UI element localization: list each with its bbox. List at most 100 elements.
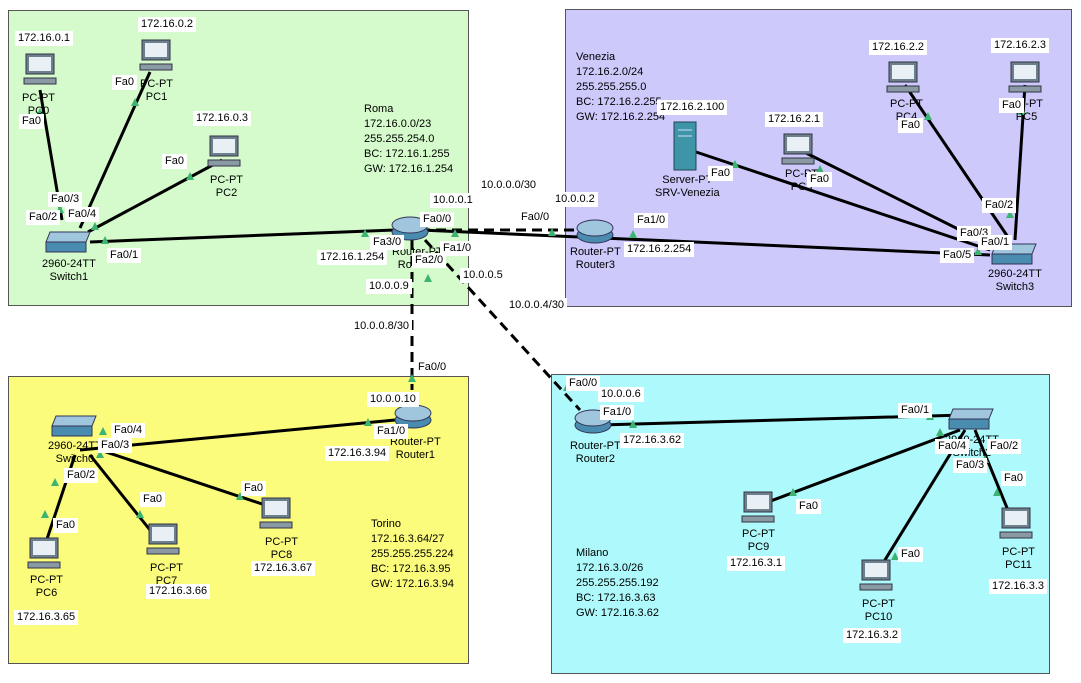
router3-icon[interactable] bbox=[575, 215, 615, 248]
port-pc3-fa0: Fa0 bbox=[807, 172, 832, 187]
port-pc8-fa0: Fa0 bbox=[241, 481, 266, 496]
port-pc0-fa0: Fa0 bbox=[19, 114, 44, 129]
port-s0-fa02: Fa0/2 bbox=[64, 468, 99, 483]
ip-server: 172.16.2.100 bbox=[657, 100, 728, 115]
port-pc1-fa0: Fa0 bbox=[112, 75, 137, 90]
link-pc11-switch2 bbox=[973, 429, 1014, 521]
port-r0-fa00: Fa0/0 bbox=[420, 212, 455, 227]
pc6-icon[interactable] bbox=[26, 536, 62, 575]
port-pc11-fa0: Fa0 bbox=[1001, 471, 1026, 486]
port-pc7-fa0: Fa0 bbox=[140, 492, 165, 507]
port-s1-fa02: Fa0/2 bbox=[26, 210, 61, 225]
port-s0-fa03: Fa0/3 bbox=[98, 438, 133, 453]
link-pc1-switch1 bbox=[78, 71, 152, 229]
port-pc10-fa0: Fa0 bbox=[898, 547, 923, 562]
link-pc9-switch2 bbox=[759, 428, 961, 507]
ip-pc6: 172.16.3.65 bbox=[14, 610, 79, 625]
pc5-icon[interactable] bbox=[1007, 60, 1043, 99]
port-r0-fa30: Fa3/0 bbox=[370, 235, 405, 250]
link-server-switch3 bbox=[689, 148, 991, 252]
pc7-icon[interactable] bbox=[145, 522, 181, 561]
ip-r0-fa2: 10.0.0.9 bbox=[366, 279, 412, 294]
port-r1-fa10: Fa1/0 bbox=[374, 424, 409, 439]
port-r2-fa00: Fa0/0 bbox=[566, 376, 601, 391]
port-pc2-fa0: Fa0 bbox=[162, 154, 187, 169]
pc1-icon[interactable] bbox=[138, 38, 174, 77]
link-switch1-router0 bbox=[89, 228, 396, 244]
port-s2-fa01: Fa0/1 bbox=[898, 403, 933, 418]
ip-r1-fa0: 10.0.0.10 bbox=[367, 392, 419, 407]
port-s1-fa03: Fa0/3 bbox=[48, 192, 83, 207]
ip-pc3: 172.16.2.1 bbox=[765, 112, 823, 127]
ip-r0-fa1: 10.0.0.5 bbox=[460, 268, 506, 283]
switch1-icon[interactable] bbox=[42, 228, 94, 259]
port-s0-fa04: Fa0/4 bbox=[111, 423, 146, 438]
port-r0-fa10: Fa1/0 bbox=[440, 241, 475, 256]
zone-roma bbox=[8, 10, 469, 306]
ip-pc7: 172.16.3.66 bbox=[146, 584, 211, 599]
ip-pc11: 172.16.3.3 bbox=[989, 579, 1047, 594]
ip-r3-fa0: 10.0.0.2 bbox=[552, 192, 598, 207]
port-pc5-fa0: Fa0 bbox=[999, 98, 1024, 113]
server-icon[interactable] bbox=[670, 120, 700, 175]
port-r2-fa10: Fa1/0 bbox=[600, 405, 635, 420]
ip-pc1: 172.16.0.2 bbox=[138, 17, 196, 32]
ip-r1-fa1: 172.16.3.94 bbox=[325, 446, 390, 461]
link-pc2-switch1 bbox=[87, 158, 223, 234]
ip-pc4: 172.16.2.2 bbox=[869, 40, 927, 55]
pc9-icon[interactable] bbox=[740, 490, 776, 529]
link-switch0-router1 bbox=[79, 418, 396, 452]
pc4-icon[interactable] bbox=[885, 60, 921, 99]
port-srv-fa0: Fa0 bbox=[708, 166, 733, 181]
ip-net1: 10.0.0.0/30 bbox=[478, 178, 540, 193]
port-pc6-fa0: Fa0 bbox=[53, 518, 78, 533]
ip-pc8: 172.16.3.67 bbox=[251, 561, 316, 576]
link-router0-router3-switch3 bbox=[419, 228, 991, 257]
ip-r3-fa1: 172.16.2.254 bbox=[624, 242, 695, 257]
ip-r2-fa1: 172.16.3.62 bbox=[620, 433, 685, 448]
port-s1-fa04: Fa0/4 bbox=[65, 207, 100, 222]
port-s2-fa02: Fa0/2 bbox=[987, 439, 1022, 454]
ip-r0-fa0: 10.0.0.1 bbox=[430, 193, 476, 208]
pc11-icon[interactable] bbox=[998, 506, 1034, 545]
port-pc4-fa0: Fa0 bbox=[898, 118, 923, 133]
link-router0-router2 bbox=[423, 238, 582, 412]
port-r3-fa00: Fa0/0 bbox=[518, 210, 553, 225]
pc10-icon[interactable] bbox=[858, 558, 894, 597]
port-s3-fa05: Fa0/5 bbox=[940, 248, 975, 263]
port-s1-fa01: Fa0/1 bbox=[107, 248, 142, 263]
ip-net3: 10.0.0.8/30 bbox=[351, 319, 413, 334]
ip-r2-fa0: 10.0.0.6 bbox=[598, 387, 644, 402]
link-pc4-switch3 bbox=[903, 84, 1012, 241]
port-r0-fa20: Fa2/0 bbox=[412, 253, 447, 268]
link-switch0-pc8 bbox=[99, 448, 266, 507]
port-r1-fa00: Fa0/0 bbox=[415, 360, 450, 375]
port-s3-fa01: Fa0/1 bbox=[978, 235, 1013, 250]
ip-net2: 10.0.0.4/30 bbox=[506, 298, 568, 313]
ip-r0-fa3: 172.16.1.254 bbox=[317, 250, 388, 265]
port-s2-fa03: Fa0/3 bbox=[953, 458, 988, 473]
pc8-icon[interactable] bbox=[258, 496, 294, 535]
pc2-icon[interactable] bbox=[206, 134, 242, 173]
switch2-icon[interactable] bbox=[945, 405, 997, 436]
pc0-icon[interactable] bbox=[22, 52, 58, 91]
port-s3-fa02: Fa0/2 bbox=[982, 198, 1017, 213]
ip-pc9: 172.16.3.1 bbox=[727, 556, 785, 571]
switch0-icon[interactable] bbox=[48, 412, 100, 443]
port-s2-fa04: Fa0/4 bbox=[935, 439, 970, 454]
pc3-icon[interactable] bbox=[780, 132, 816, 171]
